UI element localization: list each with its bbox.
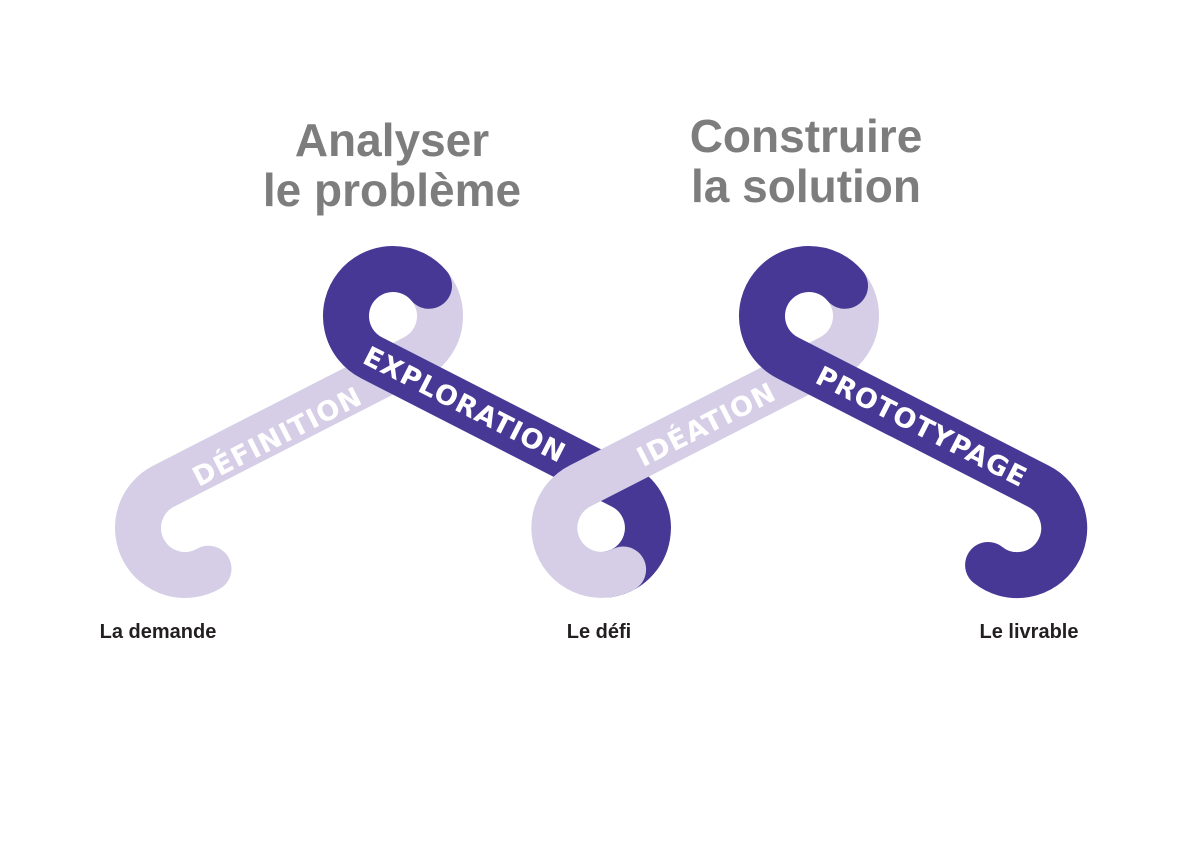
ribbon-exploration-segment xyxy=(323,246,671,598)
title-build-line1: Construire xyxy=(690,110,923,162)
phase-prototypage: PROTOTYPAGE xyxy=(811,361,1032,494)
phase-exploration: EXPLORATION xyxy=(358,341,571,470)
title-build-line2: la solution xyxy=(691,160,921,212)
ribbon xyxy=(115,246,1088,599)
ribbon-prototypage-segment xyxy=(739,246,1088,599)
title-analyse-line2: le problème xyxy=(263,164,521,216)
title-analyse-line1: Analyser xyxy=(295,114,489,166)
milestone-demande: La demande xyxy=(100,621,217,643)
ribbon-definition-segment xyxy=(115,251,463,598)
milestone-livrable: Le livrable xyxy=(980,621,1079,643)
milestone-defi: Le défi xyxy=(567,621,631,643)
